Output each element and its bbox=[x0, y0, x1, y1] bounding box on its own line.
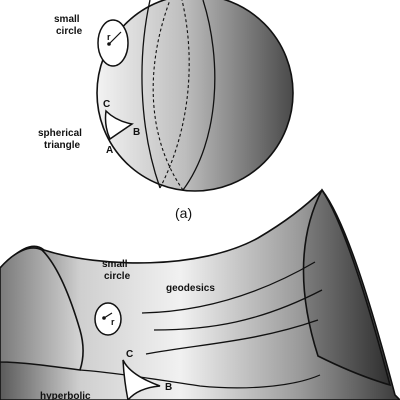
spherical-triangle-label-line2: triangle bbox=[44, 140, 81, 151]
panel-b: r C B small circle geodesics hyperbolic bbox=[0, 188, 400, 400]
sphere-small-circle-radius bbox=[108, 31, 122, 45]
saddle-small-circle-label-line1: small bbox=[102, 259, 128, 270]
vertex-a-label-a: A bbox=[106, 145, 113, 156]
spherical-triangle-label: spherical triangle bbox=[38, 128, 85, 151]
saddle-small-circle-label-line2: circle bbox=[104, 271, 131, 282]
saddle-small-circle-label: small circle bbox=[102, 259, 131, 282]
saddle-small-circle-radius bbox=[103, 312, 113, 319]
geodesics-label: geodesics bbox=[166, 283, 215, 294]
saddle-geodesic-2 bbox=[153, 289, 323, 331]
spherical-triangle-label-line1: spherical bbox=[38, 128, 82, 139]
vertex-c-label-a: C bbox=[103, 99, 110, 110]
sphere bbox=[96, 0, 294, 192]
sphere-small-circle bbox=[97, 19, 129, 67]
saddle-front-fold bbox=[79, 369, 321, 389]
sphere-geodesic-1-back bbox=[159, 0, 190, 189]
vertex-b-label-a: B bbox=[133, 127, 140, 138]
sphere-small-circle-label-line1: small bbox=[54, 14, 80, 25]
sphere-small-circle-label: small circle bbox=[54, 14, 83, 37]
vertex-c-label-b: C bbox=[126, 349, 133, 360]
saddle-radius-label: r bbox=[111, 317, 115, 327]
sphere-geodesic-2-back bbox=[152, 0, 184, 191]
vertex-b-label-b: B bbox=[165, 382, 172, 393]
sphere-geodesic-2-front bbox=[182, 0, 216, 191]
hyperbolic-triangle-label: hyperbolic bbox=[40, 391, 91, 400]
hyperbolic-triangle bbox=[122, 359, 161, 400]
saddle-geodesic-1 bbox=[141, 261, 316, 314]
panel-a-caption: (a) bbox=[175, 205, 192, 221]
spherical-triangle bbox=[104, 109, 134, 141]
saddle-small-circle bbox=[94, 302, 122, 336]
saddle-right-wing bbox=[302, 188, 392, 387]
panel-a: r C B A small circle spherical triangle … bbox=[38, 0, 294, 221]
saddle-left-wing bbox=[0, 247, 84, 371]
sphere-radius-label: r bbox=[107, 32, 111, 42]
saddle-geodesic-3 bbox=[145, 319, 319, 355]
sphere-geodesic-1-front bbox=[141, 0, 161, 189]
saddle-surface bbox=[0, 188, 400, 400]
sphere-small-circle-label-line2: circle bbox=[56, 26, 83, 37]
